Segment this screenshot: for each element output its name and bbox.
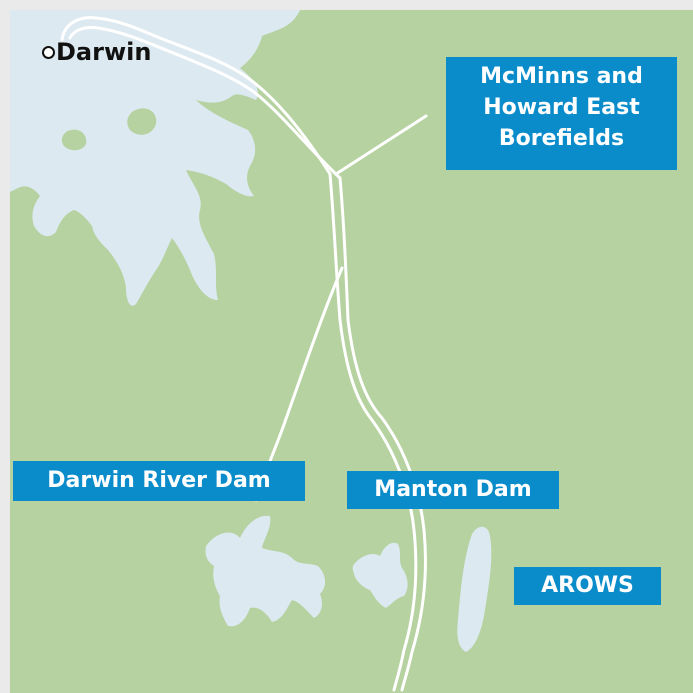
- pipeline-main-b: [68, 26, 427, 692]
- harbour-island: [127, 108, 157, 135]
- borefields-label-line-2: Howard East: [483, 95, 640, 120]
- darwin-river-dam-water: [205, 515, 326, 627]
- manton-dam-water: [352, 542, 408, 608]
- city-name: Darwin: [56, 38, 152, 66]
- borefields-label-line-1: McMinns and: [480, 64, 643, 89]
- pipeline-main-a: [60, 16, 418, 692]
- city-marker: Darwin: [42, 38, 151, 66]
- arows-label: AROWS: [514, 567, 661, 605]
- darwin-river-dam-label: Darwin River Dam: [13, 461, 305, 501]
- harbour-island: [61, 129, 87, 151]
- borefields-label: McMinns and Howard East Borefields: [446, 57, 677, 170]
- manton-dam-label: Manton Dam: [347, 471, 559, 509]
- city-dot-icon: [42, 45, 55, 59]
- manton-dam-text: Manton Dam: [374, 477, 532, 502]
- darwin-river-dam-text: Darwin River Dam: [47, 468, 271, 493]
- harbour-water: [10, 10, 300, 306]
- arows-water: [457, 526, 492, 652]
- pipeline-borefields-branch: [334, 114, 428, 176]
- borefields-label-line-3: Borefields: [498, 126, 625, 151]
- arows-text: AROWS: [541, 573, 634, 598]
